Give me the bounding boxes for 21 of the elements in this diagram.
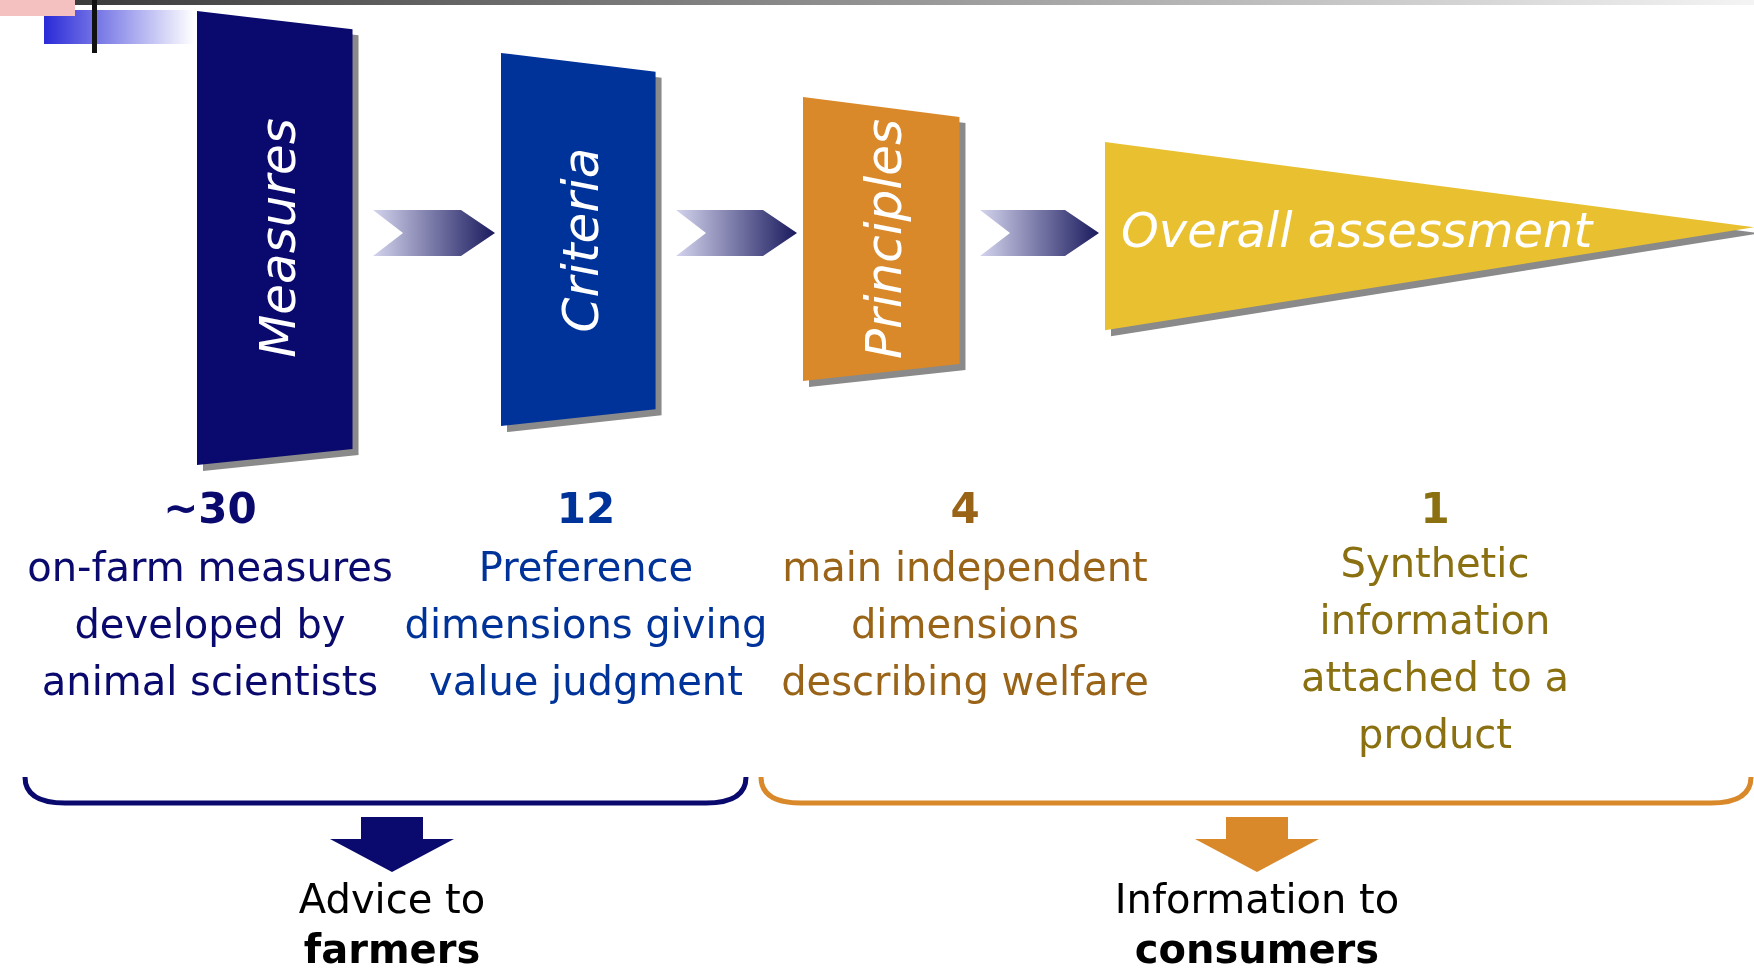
chevron-arrow: [373, 210, 495, 256]
stage-label: Measures: [253, 118, 303, 358]
curly-bracket: [22, 776, 749, 806]
description-text: main independent dimensions describing welfare: [780, 543, 1150, 706]
outcome-text: Advice to farmers: [297, 875, 487, 974]
curly-bracket: [758, 776, 1754, 806]
stage-label: Criteria: [556, 147, 607, 332]
description-text: on-farm measures developed by animal scientists: [26, 543, 394, 706]
chevron-arrow: [980, 210, 1099, 256]
description-text: Preference dimensions giving value judgment: [403, 543, 769, 706]
count-number: 4: [949, 484, 981, 534]
count-number: ~30: [162, 484, 258, 534]
outcome-text: Information to consumers: [1113, 875, 1401, 974]
block-arrow: [330, 817, 454, 872]
count-number: 1: [1419, 484, 1451, 534]
stage-label: Principles: [859, 118, 910, 360]
count-number: 12: [555, 484, 617, 534]
block-arrow: [1195, 817, 1319, 872]
chevron-arrow: [676, 210, 797, 256]
description-text: Synthetic information attached to a product: [1300, 539, 1570, 759]
stage-label: Overall assessment: [1121, 206, 1593, 254]
